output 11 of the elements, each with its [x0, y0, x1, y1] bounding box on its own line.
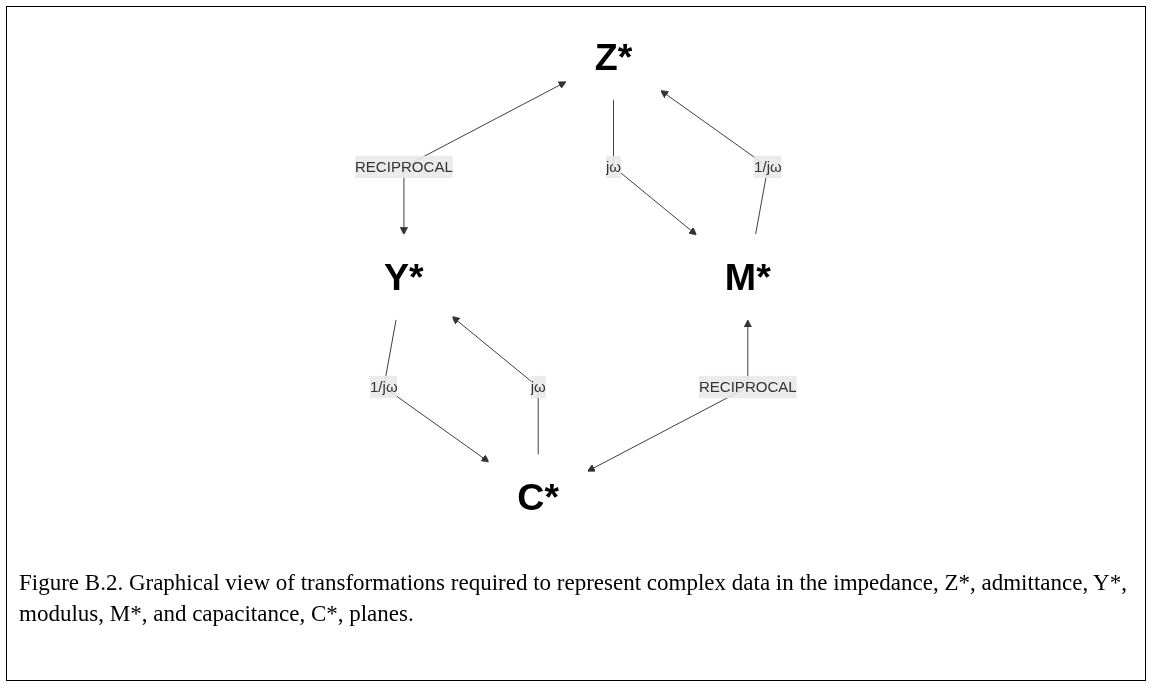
figure-caption: Figure B.2. Graphical view of transformations required to represent complex data in the impedance, Z*, admittance, Y*, modulus, M*, and capacitance, C*, planes. — [19, 569, 1128, 629]
edge-label: jω — [605, 158, 622, 175]
edge-label: jω — [530, 378, 546, 395]
edge-label: 1/jω — [369, 378, 398, 395]
edge-label: 1/jω — [754, 158, 782, 175]
node-text: Y* — [384, 256, 424, 298]
node-text: M* — [724, 256, 771, 298]
node-text: Z* — [594, 36, 633, 78]
edge-label: RECIPROCAL — [698, 378, 797, 395]
node-text: C* — [517, 476, 560, 518]
edge-label: RECIPROCAL — [354, 158, 453, 175]
